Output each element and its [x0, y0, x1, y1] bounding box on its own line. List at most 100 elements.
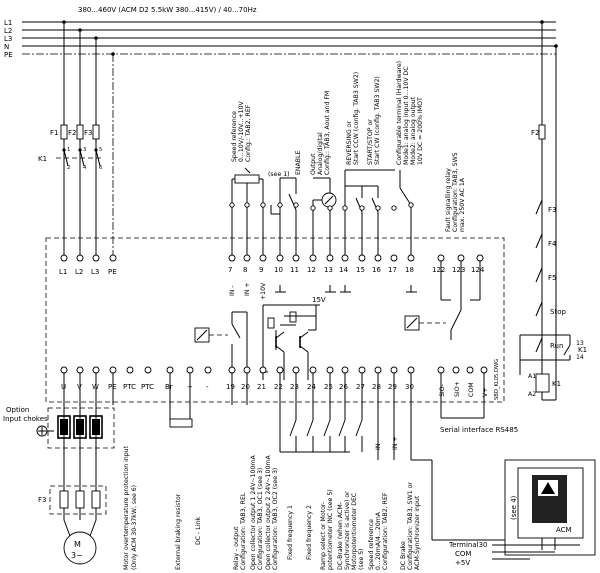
label-acm-sync-input: ACM-Synchronizer input [414, 495, 421, 570]
see-4-note: (see 4) [510, 495, 518, 520]
label-dc-link: DC - Link [195, 517, 202, 545]
label-speed-ref-bottom: Speed reference [368, 519, 375, 570]
terminal-18: 18 [405, 266, 414, 274]
label-relay-config: Configuration: TAB3, REL [240, 492, 247, 570]
label-motorpot-inc: potentiometer INC (see 5) [327, 489, 334, 570]
label-start-ccw: Start CCW (config. TAB3 SW2) [353, 72, 360, 165]
input-l2: L2 [75, 268, 83, 276]
terminal-ptc-1: PTC [123, 383, 136, 391]
label-output: Output [310, 153, 317, 175]
acm-brand-label: ACM [556, 526, 572, 534]
label-only-acm: (Only ACM 30-37kW, see 6) [131, 485, 138, 570]
line-label-n: N [4, 43, 9, 51]
contactor-k1-label: K1 [38, 155, 47, 163]
terminal-br: Br [165, 383, 173, 391]
label-15v: 15V [312, 296, 326, 304]
acm-synchronizer-inset [492, 459, 596, 560]
line-label-l2: L2 [4, 27, 12, 35]
motor-3-phase-label: 3~ [71, 551, 83, 560]
terminal-123: 123 [452, 266, 465, 274]
k1-contact-5: 5 [99, 147, 102, 153]
terminal-com: COM [468, 382, 475, 397]
motor-m-label: M [74, 540, 81, 549]
terminal-12: 12 [307, 266, 316, 274]
drive-unit-boundary [45, 237, 505, 403]
input-pe: PE [108, 268, 117, 276]
terminal-13: 13 [324, 266, 333, 274]
serial-interface-label: Serial interface RS485 [440, 426, 518, 434]
terminal-30: 30 [405, 383, 414, 391]
line-label-l3: L3 [4, 35, 12, 43]
terminal-26: 26 [339, 383, 348, 391]
label-speed-config: Config.: TAB2, REF [245, 104, 252, 162]
label-current-range: 0...20mA/4...20mA [375, 511, 382, 570]
inset-terminal-30: Terminal30 [448, 541, 488, 549]
label-fault-rating: max. 250V AC 1A [459, 177, 466, 232]
coil-a2-label: A2 [528, 391, 536, 398]
label-fixed-freq-2: Fixed frequency 2 [306, 505, 313, 560]
terminal-v-plus: V+ [482, 388, 489, 397]
drawing-code: SBD_KL05.DWG [494, 359, 500, 400]
label-dc-brake-acm: DC-Brake (when ACM- [337, 502, 344, 570]
label-motor-overtemp: Motor overtemperature protection input [123, 445, 130, 570]
relay-terminals [437, 254, 484, 262]
terminal-sio-minus: SIO- [439, 384, 446, 397]
internal-circuits [194, 261, 481, 380]
bottom-terminals [60, 366, 415, 374]
line-label-pe: PE [4, 51, 13, 59]
k1-aux-label: K1 [578, 346, 587, 354]
terminal-14: 14 [339, 266, 348, 274]
right-fuse-f5-label: F5 [548, 274, 556, 282]
motor-symbol [63, 531, 97, 565]
input-l1: L1 [59, 268, 67, 276]
signal-in-plus: IN + [244, 282, 251, 296]
label-dc-brake: DC Brake [400, 541, 407, 570]
stop-button-label: Stop [550, 308, 566, 316]
label-oc1: Open collector output 1 24V~100mA [250, 455, 257, 570]
terminal-9: 9 [259, 266, 263, 274]
label-see-5: (see 5) [358, 548, 365, 570]
input-chokes [36, 407, 115, 449]
label-braking-resistor: External braking resistor [175, 493, 182, 570]
label-motorpot-dec: Motorpotentiometer DEC [351, 493, 358, 570]
label-start-cw: Start CW (config. TAB3 SW2) [374, 76, 381, 165]
terminal-124: 124 [471, 266, 485, 274]
fuse-f1-label: F1 [50, 129, 58, 137]
terminal-22: 22 [274, 383, 283, 391]
terminal-17: 17 [388, 266, 397, 274]
main-feed [56, 22, 114, 258]
label-synchronizer: Synchronizer is active) or [344, 491, 351, 570]
right-fuse-f2-label: F2 [531, 129, 539, 137]
supply-bus [22, 21, 556, 55]
k1-contact-6: 6 [99, 165, 102, 171]
label-speed-ref-config: Configuration: TAB2, REF [382, 492, 389, 570]
power-input-terminals [60, 254, 117, 262]
label-speed-reference: Speed reference [231, 111, 238, 162]
signal-bottom-in-minus: IN - [375, 439, 382, 450]
terminal-24: 24 [307, 383, 316, 391]
terminal-7: 7 [228, 266, 232, 274]
serial-terminals [437, 366, 488, 419]
see-1-note: (see 1) [268, 171, 290, 178]
contact-14-label: 14 [576, 354, 584, 361]
motor-fuse-f3-label: F3 [38, 496, 46, 504]
terminal-pe: PE [108, 383, 117, 391]
label-reversing: REVERSING or [346, 120, 353, 165]
signal-10v: +10V [260, 282, 267, 300]
label-mode1: Mode1: analog input 0...10V DC [403, 66, 410, 165]
label-configurable-terminal: Configurable terminal (Hardware) [396, 61, 403, 165]
coil-a1-label: A1 [528, 373, 536, 380]
terminal-28: 28 [372, 383, 381, 391]
terminal-dc-minus: - [206, 383, 209, 391]
control-terminals-top [228, 254, 415, 262]
terminal-8: 8 [243, 266, 247, 274]
label-fault-config: Configuration: TAB3, SW5 [452, 152, 459, 232]
terminal-15: 15 [356, 266, 365, 274]
fuse-f2-label: F2 [68, 129, 76, 137]
label-oc2-config: Configuration: TAB3, OC2 (see 3) [272, 468, 279, 570]
label-analog-digital: Analog/digital [317, 132, 324, 175]
contact-13-label: 13 [576, 340, 584, 347]
k1-contact-2: 2 [67, 165, 70, 171]
terminal-25: 25 [324, 383, 333, 391]
